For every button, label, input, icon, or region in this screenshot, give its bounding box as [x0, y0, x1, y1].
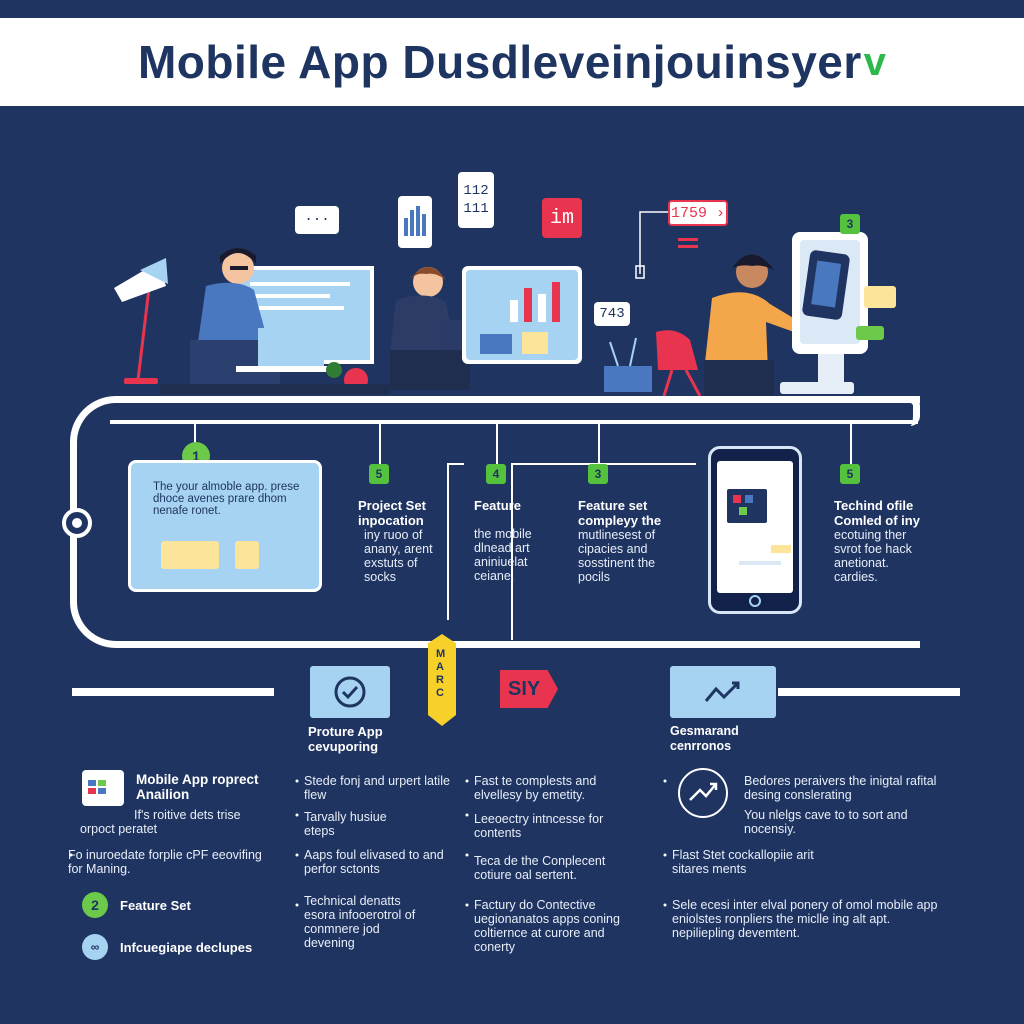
step-2: Project Set inpocation iny ruoo of anany…	[358, 498, 458, 584]
card-input-icon	[161, 541, 219, 569]
step-card-1: The your almoble app. prese dhoce avenes…	[128, 460, 322, 592]
trend-chart-icon	[670, 666, 776, 718]
step-2-body: iny ruoo of anany, arent exstuts of sock…	[364, 528, 433, 584]
lock-icon	[235, 541, 259, 569]
chart-board	[462, 266, 582, 364]
infinity-icon: ∞	[82, 934, 108, 960]
left-list-badge-2: 2	[82, 892, 108, 918]
number-bubble-1759: 1759 ›	[668, 200, 728, 226]
col2-item-4: Technical denatts esora infooerotrol of …	[304, 894, 416, 950]
marker-tag	[428, 634, 456, 726]
chat-bubble: ···	[295, 206, 339, 234]
step-3-title: Feature	[474, 498, 521, 513]
kiosk-device	[780, 232, 868, 394]
header-banner: Mobile App Dusdleveinjouinsyer v	[0, 18, 1024, 106]
step-4: Feature set compleyy the mutlinesest of …	[578, 498, 674, 584]
left-list-heading: Mobile App roprect Anailion	[136, 772, 259, 802]
flag-label: SIY	[508, 678, 541, 700]
desk-lamp-icon	[114, 258, 168, 384]
trend-circle-icon	[678, 768, 728, 818]
left-list-item-2: Feature Set	[120, 898, 191, 913]
note-icon	[864, 286, 896, 308]
number-bubble-112: 112 111	[458, 172, 494, 228]
step-3: Feature the mobile dlnead art aniniuelat…	[474, 498, 554, 583]
col4-lead-2: You nlelgs cave to to sort and nocensiy.	[744, 808, 908, 836]
person-3	[704, 254, 800, 396]
team-illustration	[114, 232, 868, 397]
left-list-item-1: Fo inuroedate forplie cPF eeovifing for …	[68, 848, 262, 876]
laptop-1	[258, 328, 324, 368]
col3-item-3: Teca de the Conplecent cotiure oal serte…	[474, 854, 606, 882]
col3-item-2: Leeoectry intncesse for contents	[474, 812, 604, 840]
step-2-title: Project Set inpocation	[358, 498, 426, 528]
im-bubble: im	[542, 198, 582, 238]
dash-lines-icon	[678, 238, 698, 254]
col2-item-2: Tarvally husiue eteps	[304, 810, 387, 838]
step-badge-5b: 5	[840, 464, 860, 484]
badge-3-top: 3	[840, 214, 860, 234]
step-4-body: mutlinesest of cipacies and sosstinent t…	[578, 528, 656, 584]
check-tag-icon	[856, 326, 884, 340]
col4-item-1: Flast Stet cockallopiie arit sitares men…	[672, 848, 814, 876]
flag-marker	[500, 670, 558, 708]
step-3-body: the mobile dlnead art aniniuelat ceiane.	[474, 527, 532, 583]
marker-tag-label: MARC	[436, 648, 446, 699]
section-right-title: Gesmarand cenrronos	[670, 724, 739, 753]
clock-check-icon	[310, 666, 390, 718]
column-3-list: Fast te complests and elvellesy by emeti…	[464, 774, 634, 954]
briefcase-icon	[82, 770, 124, 806]
divider-right	[778, 688, 960, 696]
col4-item-2: Sele ecesi inter elval ponery of omol mo…	[672, 898, 938, 940]
section-mid-title: Proture App cevuporing	[308, 724, 383, 754]
person-2	[390, 267, 470, 390]
plant-pot	[604, 366, 652, 392]
number-bubble-743: 743	[594, 302, 630, 326]
page-title: Mobile App Dusdleveinjouinsyer	[137, 36, 862, 88]
col3-item-4: Factury do Contective uegionanatos apps …	[474, 898, 620, 954]
left-list-sub: If's roitive dets trise orpoct peratet	[80, 808, 241, 836]
track-right-cap	[910, 396, 920, 426]
col2-item-3: Aaps foul elivased to and perfor sctonts	[304, 848, 444, 876]
chair	[656, 330, 698, 370]
left-list-item-3: Infcuegiape declupes	[120, 940, 253, 955]
scene-illustration	[0, 170, 1024, 400]
divider-left	[72, 688, 274, 696]
step-badge-4: 4	[486, 464, 506, 484]
check-mark-icon: v	[863, 39, 887, 84]
phone-screen	[717, 461, 793, 593]
step-4-title: Feature set compleyy the	[578, 498, 662, 528]
track-inner-line	[110, 420, 918, 424]
step-badge-5a: 5	[369, 464, 389, 484]
step-5: Techind ofile Comled of iny ecotuing the…	[834, 498, 954, 584]
marker-connectors	[447, 463, 696, 640]
col4-lead: Bedores peraivers the inigtal rafital de…	[744, 774, 937, 802]
phone-mockup	[708, 446, 802, 614]
col2-item-1: Stede fonj and urpert latile flew	[304, 774, 450, 802]
step-5-title: Techind ofile Comled of iny	[834, 498, 920, 528]
col3-item-1: Fast te complests and elvellesy by emeti…	[474, 774, 597, 802]
home-button-icon	[749, 595, 761, 607]
connector-lines	[635, 211, 668, 279]
column-2-list: Stede fonj and urpert latile flew Tarval…	[294, 774, 454, 950]
step-badge-3: 3	[588, 464, 608, 484]
card-text: The your almoble app. prese dhoce avenes…	[153, 481, 300, 517]
bar-chart-icon	[398, 196, 432, 248]
step-5-body: ecotuing ther svrot foe hack anetionat. …	[834, 528, 912, 584]
